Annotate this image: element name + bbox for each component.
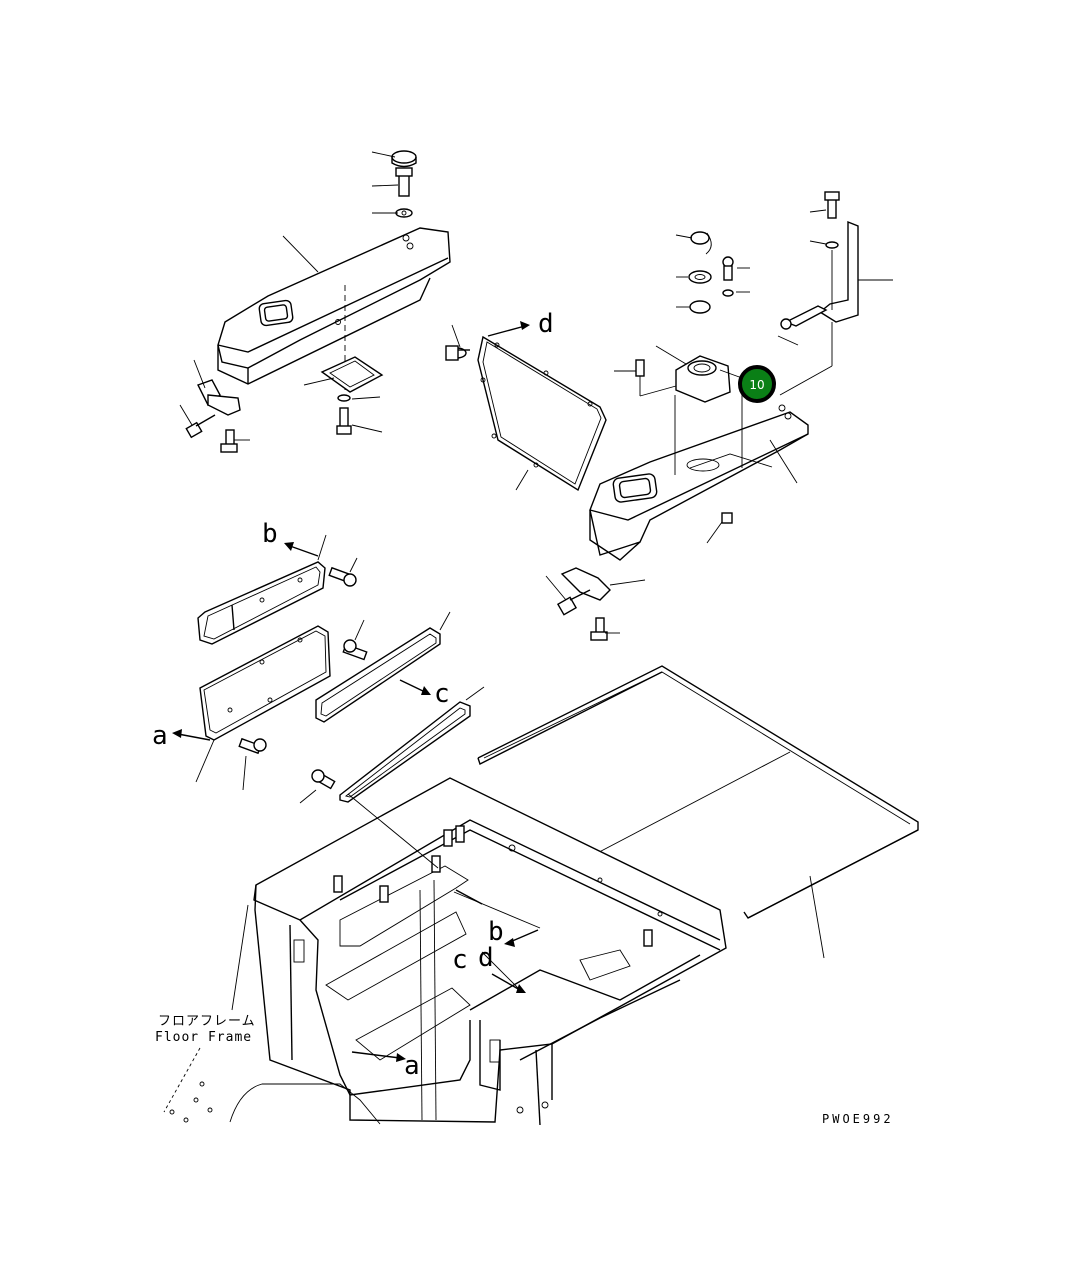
right-console-cover	[589, 395, 809, 561]
floor-frame-jp: フロアフレーム	[158, 1014, 256, 1029]
label-d-top: d	[538, 309, 554, 339]
label-c-top: c	[434, 679, 450, 709]
floor-mat	[477, 665, 919, 959]
panel-b	[197, 534, 327, 645]
gasket-c-upper	[315, 611, 451, 723]
left-console-cover	[217, 227, 451, 390]
panel-a	[195, 625, 331, 783]
label-d-bottom: d	[478, 943, 494, 973]
arrow-a-top: a	[152, 721, 211, 751]
right-bracket-assembly	[779, 191, 859, 396]
reference-code: PWOE992	[822, 1112, 894, 1126]
arrow-c-top: c	[399, 679, 450, 709]
filler-neck	[635, 231, 734, 403]
gasket-c-lower	[339, 686, 485, 803]
right-console-leader-lines	[545, 209, 893, 634]
label-c-bottom: c	[452, 945, 468, 975]
callout-10: 10	[719, 365, 776, 403]
label-b-bottom: b	[488, 917, 504, 947]
arrow-b-bottom: b	[455, 889, 539, 947]
floor-frame-label: フロアフレーム Floor Frame	[155, 1014, 256, 1113]
label-b-top: b	[262, 519, 278, 549]
side-panel-d	[477, 335, 607, 492]
label-a-bottom: a	[404, 1051, 420, 1081]
left-console-small-parts	[185, 150, 470, 453]
right-lower-bracket	[556, 512, 733, 641]
arrow-d-bottom: d	[478, 943, 494, 973]
left-console-leader-lines	[179, 151, 461, 441]
bolts-middle	[238, 557, 368, 804]
arrow-d-top: d	[487, 309, 554, 339]
callout-10-label: 10	[749, 378, 764, 392]
arrow-b-top: b	[262, 519, 319, 557]
floor-frame	[169, 777, 727, 1126]
arrow-c-bottom: c	[452, 945, 526, 993]
floor-frame-en: Floor Frame	[155, 1030, 252, 1045]
arrow-a-bottom: a	[351, 1051, 420, 1081]
label-a-top: a	[152, 721, 168, 751]
